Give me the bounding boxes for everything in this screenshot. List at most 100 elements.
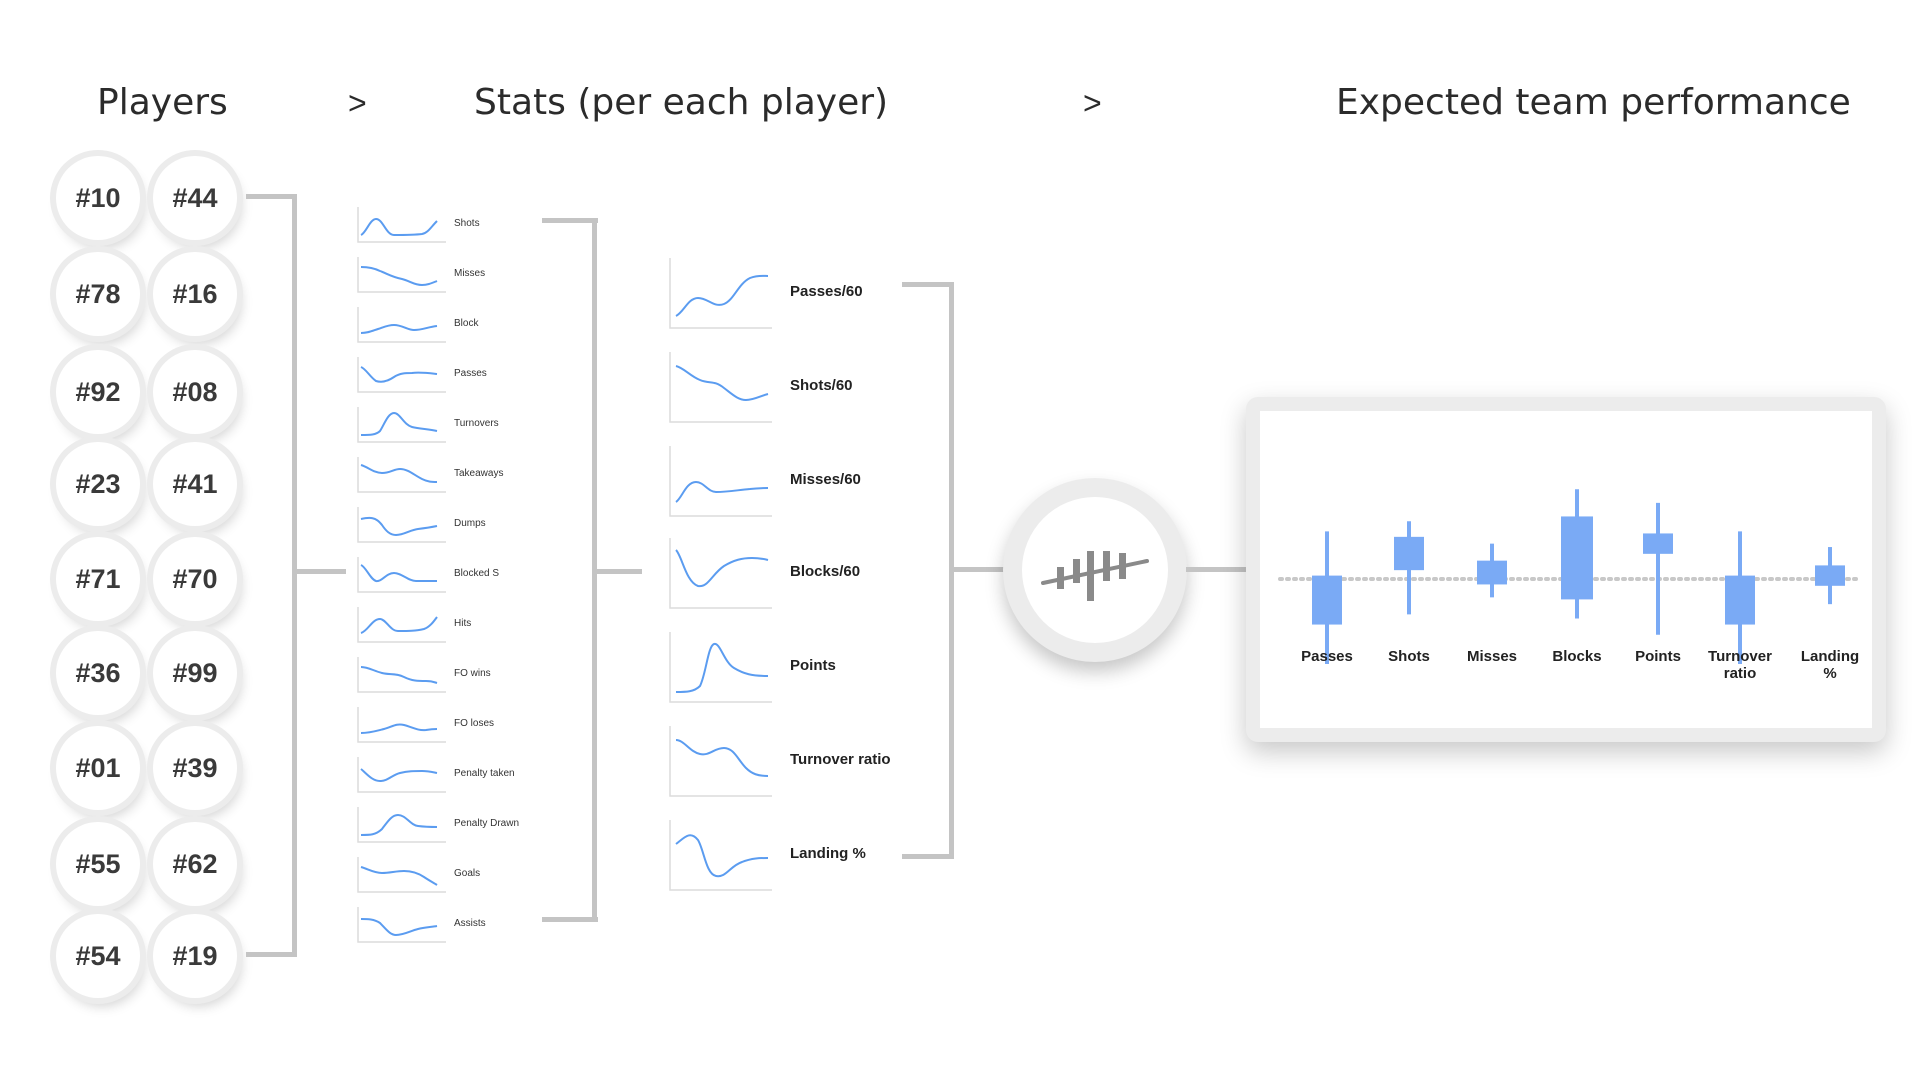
player-circle[interactable]: #62: [153, 822, 237, 906]
sparkline-chart: [357, 207, 446, 243]
sparkline-line: [675, 480, 769, 503]
sparkline-axis: [669, 258, 772, 329]
sparkline-axis: [669, 820, 772, 891]
candle-body: [1561, 516, 1593, 600]
stat-sparkline: FO wins: [356, 655, 526, 695]
sparkline-axis: [357, 357, 446, 393]
player-circle[interactable]: #23: [56, 442, 140, 526]
sparkline-axis: [357, 407, 446, 443]
stat-label: Goals: [454, 868, 481, 879]
player-circle[interactable]: #78: [56, 252, 140, 336]
player-circle[interactable]: #10: [56, 156, 140, 240]
candle-body: [1643, 533, 1673, 554]
sparkline-line: [360, 768, 438, 783]
sparkline-line: [360, 866, 438, 886]
sparkline-line: [675, 274, 769, 317]
sparkline-line: [675, 365, 769, 402]
stat-label: Misses: [454, 268, 486, 279]
stats-bracket-top: [542, 218, 598, 223]
stat-sparkline: Goals: [356, 855, 526, 895]
player-circle[interactable]: #36: [56, 631, 140, 715]
performance-chart: [1278, 489, 1860, 664]
sparkline-chart: [357, 907, 446, 943]
player-circle[interactable]: #55: [56, 822, 140, 906]
rate-stat-sparkline: Passes/60: [668, 256, 928, 332]
sparkline-chart: [669, 632, 772, 703]
player-circle[interactable]: #44: [153, 156, 237, 240]
candle-body: [1725, 575, 1755, 625]
player-circle[interactable]: #71: [56, 537, 140, 621]
player-circle[interactable]: #08: [153, 350, 237, 434]
players-bracket-output: [296, 569, 346, 574]
stat-label: Takeaways: [454, 468, 504, 479]
sparkline-line: [675, 739, 769, 777]
stat-sparkline: Penalty taken: [356, 755, 526, 795]
stat-sparkline: FO loses: [356, 705, 526, 745]
stats-header: Stats (per each player): [474, 82, 889, 123]
sparkline-line: [360, 464, 438, 483]
hub-output-connector: [1186, 567, 1246, 572]
players-bracket-vertical: [292, 194, 297, 957]
sparkline-axis: [669, 632, 772, 703]
rate-stat-label: Passes/60: [790, 283, 863, 300]
stat-sparkline: Block: [356, 305, 526, 345]
sparkline-chart: [669, 258, 772, 329]
stat-label: Penalty taken: [454, 768, 515, 779]
player-circle[interactable]: #41: [153, 442, 237, 526]
rate-stat-label: Landing %: [790, 845, 866, 862]
rate-stat-label: Blocks/60: [790, 563, 861, 580]
stats-bracket-vertical: [592, 218, 597, 922]
category-label: Misses: [1466, 648, 1518, 665]
stats-bracket-output: [596, 569, 642, 574]
rate-stat-sparkline: Turnover ratio: [668, 724, 928, 800]
sparkline-line: [360, 564, 437, 583]
stats-bracket-bottom: [542, 917, 598, 922]
stat-label: Assists: [454, 918, 486, 929]
category-label: Landing %: [1800, 648, 1860, 682]
stat-sparkline: Misses: [356, 255, 526, 295]
sparkline-axis: [669, 538, 772, 609]
stat-sparkline: Hits: [356, 605, 526, 645]
candlestick-model-icon: [1041, 551, 1149, 601]
arrow-players-to-stats: >: [348, 85, 367, 121]
performance-header: Expected team performance: [1336, 82, 1851, 123]
sparkline-line: [675, 642, 769, 693]
category-label: Points: [1635, 648, 1681, 665]
rates-bracket-vertical: [949, 282, 954, 859]
player-circle[interactable]: #70: [153, 537, 237, 621]
rate-stat-sparkline: Blocks/60: [668, 536, 928, 612]
sparkline-axis: [357, 557, 446, 593]
player-circle[interactable]: #16: [153, 252, 237, 336]
rate-stat-sparkline: Landing %: [668, 818, 928, 894]
player-circle[interactable]: #54: [56, 914, 140, 998]
sparkline-chart: [357, 707, 446, 743]
player-circle[interactable]: #01: [56, 726, 140, 810]
sparkline-chart: [357, 307, 446, 343]
sparkline-axis: [357, 757, 446, 793]
sparkline-chart: [669, 726, 772, 797]
stat-sparkline: Assists: [356, 905, 526, 945]
candle-body: [1477, 560, 1507, 585]
rate-stat-label: Turnover ratio: [790, 751, 891, 768]
candle-body: [1815, 565, 1845, 586]
category-label: Blocks: [1552, 648, 1602, 665]
category-label: Passes: [1301, 648, 1353, 665]
player-circle[interactable]: #99: [153, 631, 237, 715]
stat-label: FO loses: [454, 718, 495, 729]
player-circle[interactable]: #92: [56, 350, 140, 434]
arrow-stats-to-performance: >: [1083, 85, 1102, 121]
model-hub[interactable]: [1003, 478, 1187, 662]
category-label: Turnover ratio: [1708, 648, 1772, 682]
sparkline-axis: [357, 707, 446, 743]
sparkline-chart: [357, 857, 446, 893]
sparkline-chart: [669, 446, 772, 517]
player-circle[interactable]: #39: [153, 726, 237, 810]
candle-body: [1394, 536, 1424, 571]
sparkline-line: [360, 666, 438, 684]
sparkline-axis: [357, 657, 446, 693]
sparkline-chart: [357, 507, 446, 543]
player-circle[interactable]: #19: [153, 914, 237, 998]
stat-sparkline: Shots: [356, 205, 526, 245]
